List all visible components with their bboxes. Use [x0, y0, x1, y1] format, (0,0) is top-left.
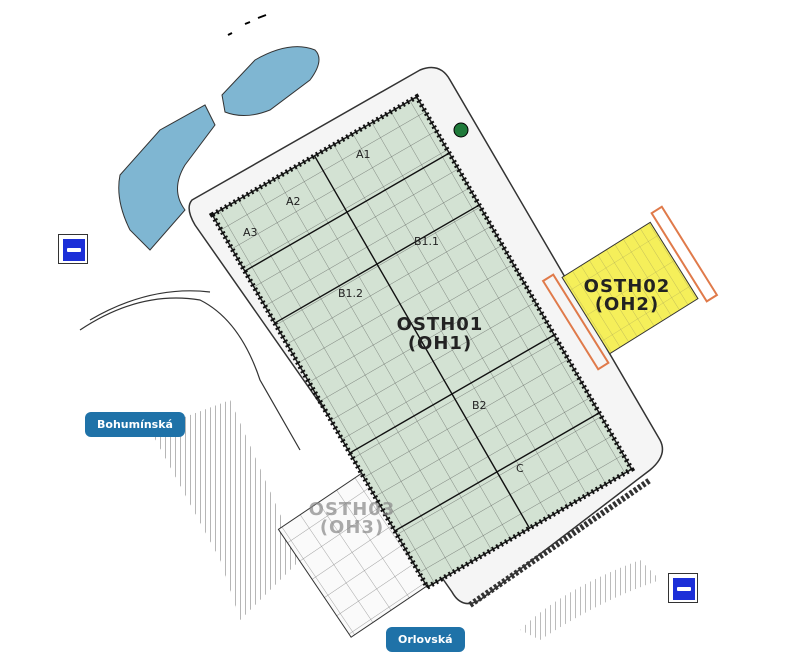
- road-label-bohuminska[interactable]: Bohumínská: [85, 412, 185, 437]
- building-osth01[interactable]: [208, 93, 636, 591]
- osth01-code: OSTH01: [397, 314, 484, 335]
- section-label-c: C: [516, 462, 524, 475]
- pond-large: [118, 104, 216, 251]
- section-label-b1-2: B1.2: [338, 287, 363, 300]
- section-label-b1-1: B1.1: [414, 235, 439, 248]
- pond-small: [221, 46, 320, 116]
- bus-stop-icon[interactable]: [58, 234, 88, 264]
- osth02-alias: (OH2): [595, 294, 659, 315]
- road-label-orlovska[interactable]: Orlovská: [386, 627, 465, 652]
- osth01-alias: (OH1): [408, 333, 472, 354]
- bus-stop-icon[interactable]: [668, 573, 698, 603]
- section-label-a2: A2: [286, 195, 301, 208]
- tree-icon: [453, 122, 469, 138]
- osth02-code: OSTH02: [584, 276, 671, 297]
- section-label-b2: B2: [472, 399, 487, 412]
- osth03-code: OSTH03: [309, 499, 396, 520]
- section-label-a3: A3: [243, 226, 258, 239]
- building-osth02[interactable]: [541, 205, 719, 371]
- osth03-alias: (OH3): [320, 517, 384, 538]
- section-label-a1: A1: [356, 148, 371, 161]
